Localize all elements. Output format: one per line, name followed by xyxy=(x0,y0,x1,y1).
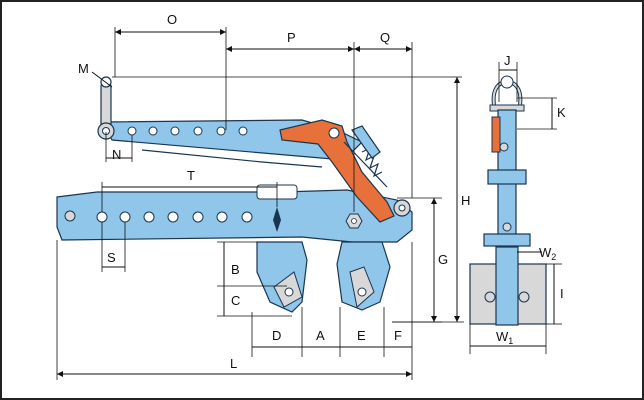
lever-pivot-top xyxy=(328,127,340,139)
dim-label-W1: W1 xyxy=(496,329,513,346)
dim-label-E: E xyxy=(357,328,366,343)
dim-label-C: C xyxy=(231,293,240,308)
shackle xyxy=(489,75,525,112)
side-view xyxy=(56,76,413,313)
dim-label-K: K xyxy=(557,105,566,120)
dim-label-F: F xyxy=(394,328,402,343)
dim-label-L: L xyxy=(230,356,237,371)
dim-label-O: O xyxy=(167,12,177,27)
dim-label-T: T xyxy=(187,168,195,183)
dim-label-M: M xyxy=(78,61,89,76)
side-view-dimensions: O P Q M N T S B xyxy=(56,12,470,380)
link-bar xyxy=(351,125,381,159)
dim-label-N: N xyxy=(112,147,121,162)
dim-label-A: A xyxy=(316,328,325,343)
right-jaw-pad xyxy=(349,266,375,308)
dim-label-G: G xyxy=(438,252,448,267)
dim-label-P: P xyxy=(287,30,296,45)
upper-beam-strip xyxy=(141,149,323,168)
dim-label-B: B xyxy=(231,262,240,277)
dim-label-H: H xyxy=(461,193,470,208)
pointer-needle xyxy=(273,207,281,232)
center-bolt xyxy=(345,213,363,229)
front-view-dimensions: J K W2 I W1 xyxy=(469,53,566,354)
dim-label-Q: Q xyxy=(380,30,390,45)
front-view xyxy=(469,75,547,326)
dim-label-I: I xyxy=(560,286,564,301)
dim-label-S: S xyxy=(107,250,116,265)
dim-label-J: J xyxy=(504,53,511,68)
dim-label-W2: W2 xyxy=(539,245,556,262)
dim-label-D: D xyxy=(272,328,281,343)
orange-lever xyxy=(279,119,395,223)
body-bolt-left xyxy=(64,210,76,222)
